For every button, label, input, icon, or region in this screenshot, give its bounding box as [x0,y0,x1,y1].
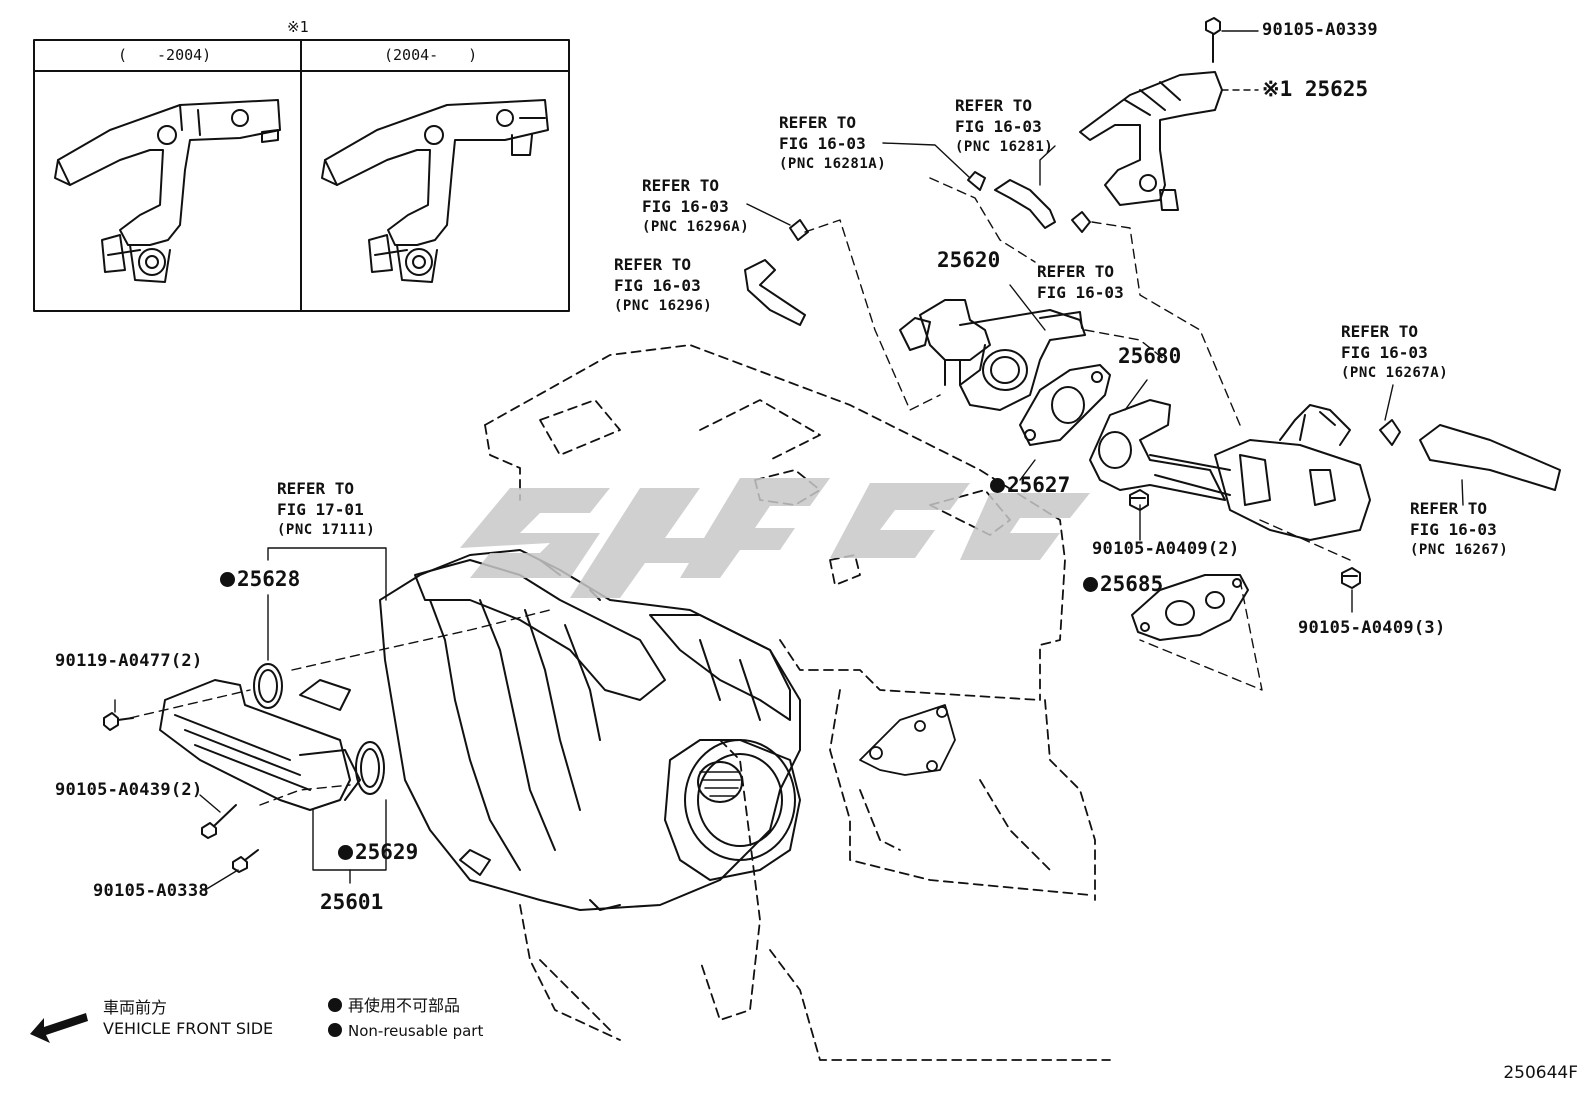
manifold-gasket-outline [859,704,956,776]
reference-callout: REFER TO FIG 16-03 [1037,262,1124,302]
reference-callout: REFER TO FIG 16-03 (PNC 16267A) [1341,322,1449,381]
inset-mark: ※1 [287,18,309,36]
part-number-label: 25629 [338,842,418,863]
figure-code: 250644F [1503,1063,1578,1083]
leader-lines [114,30,1464,891]
part-number-label: 90105-A0409(2) [1092,539,1240,559]
non-reusable-dot-icon [220,572,235,587]
reference-callout: REFER TO FIG 16-03 (PNC 16267) [1410,499,1509,558]
reference-callout: REFER TO FIG 16-03 (PNC 16281) [955,96,1054,155]
non-reusable-legend-jp: 再使用不可部品 [328,998,460,1014]
gasket-25628 [253,663,283,709]
egr-pipe [1089,399,1231,501]
bolts [103,17,1361,873]
inset-bracket-early [54,99,281,283]
dashed-assembly-lines [129,177,1351,806]
vehicle-front-label: VEHICLE FRONT SIDE [103,1019,274,1038]
watermark-logo-icon [460,478,1090,598]
part-number-label: 25628 [220,569,300,590]
vehicle-front-arrow-icon [30,1013,88,1043]
part-number-label: 90119-A0477(2) [55,651,203,671]
vehicle-front-label-jp: 車両前方 [103,998,168,1017]
part-number-label: 90105-A0439(2) [55,780,203,800]
gasket-25627 [1019,364,1111,446]
part-number-label: 90105-A0339 [1262,20,1378,40]
part-number-label: 25685 [1083,574,1163,595]
inset-bracket-late [321,99,549,283]
non-reusable-dot-icon [328,998,342,1012]
part-number-label: 25627 [990,475,1070,496]
part-number-label: 25620 [937,248,1001,272]
intake-manifold [379,549,801,911]
gasket-25629 [355,741,385,795]
egr-cooler [1214,404,1371,541]
egr-bracket [1079,71,1223,211]
reference-callout: REFER TO FIG 17-01 (PNC 17111) [277,479,376,538]
hoses-and-clips [744,171,1561,491]
part-number-label: 90105-A0409(3) [1298,618,1446,638]
part-number-label: ※1 25625 [1262,77,1369,101]
part-number-label: 25680 [1118,344,1182,368]
part-number-label: 25601 [320,890,384,914]
intake-cover [159,679,361,811]
non-reusable-dot-icon [990,478,1005,493]
reference-callout: REFER TO FIG 16-03 (PNC 16296A) [642,176,750,235]
non-reusable-dot-icon [1083,577,1098,592]
reference-callout: REFER TO FIG 16-03 (PNC 16296) [614,255,713,314]
inset-header-late: (2004- ) [384,46,478,64]
egr-valve [899,299,1086,411]
non-reusable-dot-icon [328,1023,342,1037]
non-reusable-dot-icon [338,845,353,860]
inset-frame [33,39,570,312]
reference-callout: REFER TO FIG 16-03 (PNC 16281A) [779,113,887,172]
inset-header-early: ( -2004) [118,46,212,64]
non-reusable-legend: Non-reusable part [328,1023,483,1039]
gasket-25685 [1131,574,1249,641]
part-number-label: 90105-A0338 [93,881,209,901]
